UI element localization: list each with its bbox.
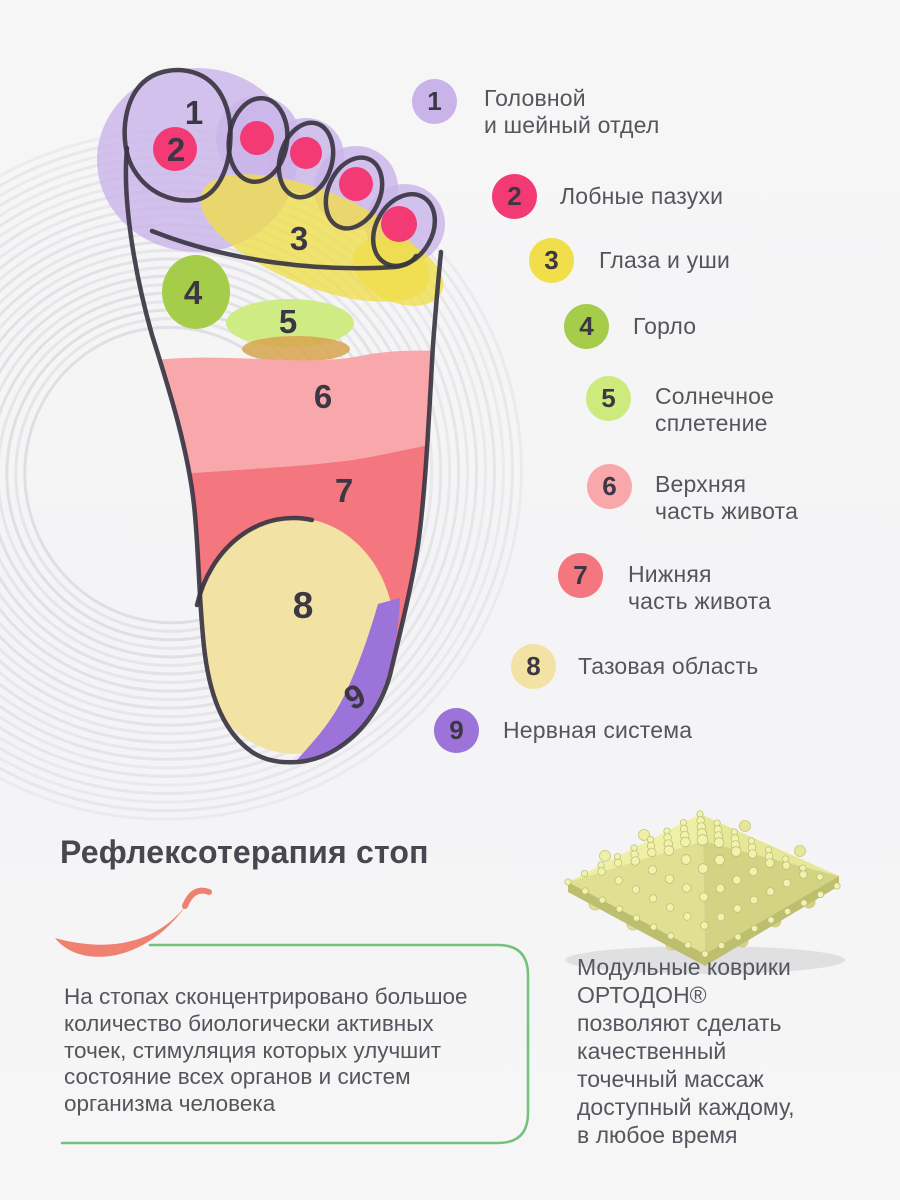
legend-badge-6: 6 [587,464,632,509]
zone-8-number: 8 [293,585,314,626]
zone-4-number: 4 [184,274,203,311]
legend-badge-1: 1 [412,79,457,124]
section-title: Рефлексотерапия стоп [60,834,429,870]
foot-outline [122,67,444,765]
mat-face-sw [568,841,705,954]
legend-badge-7: 7 [558,553,603,598]
info-box-border [60,943,530,1145]
mat-base-edge [568,876,839,966]
info-box-text: На стопах сконцентрировано большое колич… [64,984,468,1117]
zone-7-number: 7 [335,472,353,509]
legend-label-9: Нервная система [503,717,693,743]
legend-badge-9: 9 [434,708,479,753]
legend-label-6: Верхняя часть живота [655,471,799,524]
zone-6-area [140,350,441,478]
zone-5-tan-band [242,336,350,362]
toe-5-loop [370,191,438,269]
zone-4-area [162,255,230,329]
legend-label-1: Головной и шейный отдел [484,85,660,138]
zone-2-toe-dots [153,121,417,242]
legend-label-3: Глаза и уши [599,247,731,273]
heel-arc [194,515,315,608]
legend-badge-5: 5 [586,376,631,421]
zone-5-number: 5 [279,303,297,340]
legend-badge-3: 3 [529,238,574,283]
zone-6-number: 6 [314,378,332,415]
legend-label-2: Лобные пазухи [560,183,724,209]
foot-zone-numbers: 1 2 3 4 5 6 7 8 9 [167,94,372,717]
zone-2-number: 2 [167,131,185,168]
legend-badge-4: 4 [564,304,609,349]
zone-9-area [296,598,400,761]
product-description: Модульные коврики ОРТОДОН® позволяют сде… [577,954,795,1148]
zone-3-number: 3 [290,220,308,257]
toe-4-loop [323,155,385,231]
legend-badge-8: 8 [511,644,556,689]
mat-bumps [564,810,841,958]
legend-badge-2: 2 [492,174,537,219]
legend-label-8: Тазовая область [578,653,759,679]
ball-arc [149,228,419,271]
toe-3-loop [276,120,336,200]
massage-mat-illustration [564,810,845,974]
legend-label-7: Нижняя часть живота [628,561,772,614]
smile-swoosh-graphic [55,887,212,957]
legend-label-4: Горло [633,313,697,339]
zone-1-number: 1 [185,94,203,131]
foot-reflex-zones-diagram: 1 2 3 4 5 6 7 8 9 [97,67,445,765]
legend-label-5: Солнечное сплетение [655,383,775,436]
zone-5-area [226,299,354,347]
